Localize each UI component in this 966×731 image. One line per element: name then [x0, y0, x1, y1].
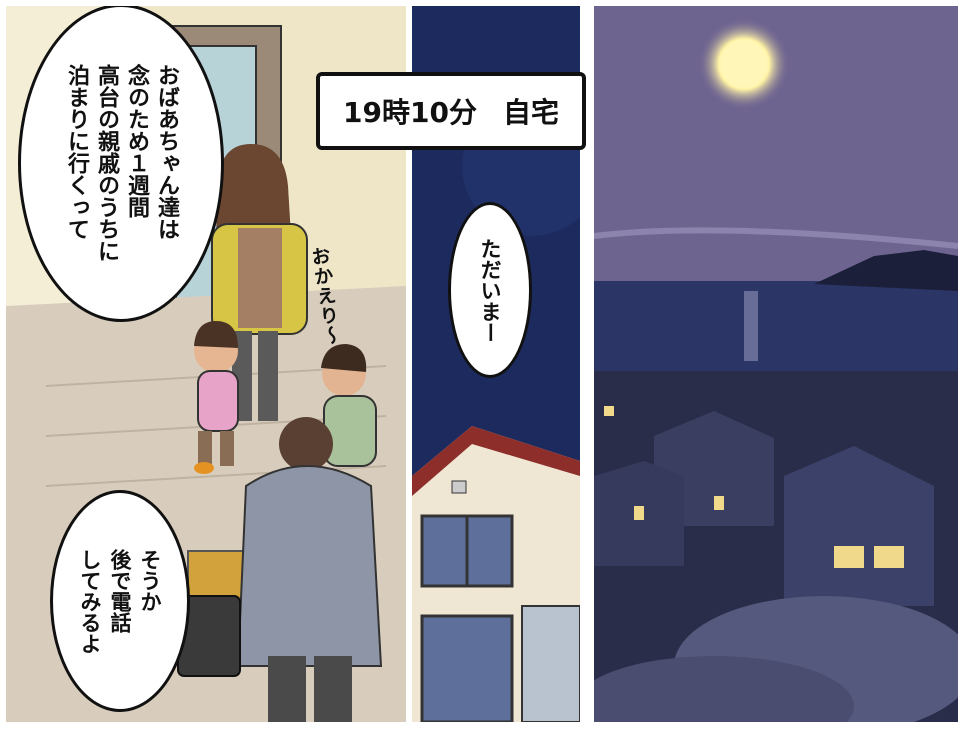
bubble-line: 念のため１週間	[124, 64, 149, 218]
caption-time: 19時10分	[343, 96, 477, 129]
bubble-line: してみるよ	[78, 548, 102, 654]
speech-bubble-tadaima: ただいまー	[448, 202, 532, 378]
bubble-line: ただいまー	[478, 237, 502, 343]
bubble-line: そうか	[138, 548, 162, 612]
town-illustration	[594, 6, 958, 722]
bubble-line: 高台の親戚のうちに	[94, 64, 119, 262]
bubble-line: 後で電話	[108, 548, 132, 633]
speech-bubble-grandma: おばあちゃん達は 念のため１週間 高台の親戚のうちに 泊まりに行くって	[18, 6, 224, 322]
speech-bubble-reply: そうか 後で電話 してみるよ	[50, 490, 190, 712]
panel-town	[594, 6, 958, 722]
caption-place: 自宅	[502, 96, 559, 129]
bubble-line: おばあちゃん達は	[154, 64, 179, 240]
time-place-caption: 19時10分 自宅	[316, 72, 586, 150]
bubble-line: 泊まりに行くって	[64, 64, 89, 240]
